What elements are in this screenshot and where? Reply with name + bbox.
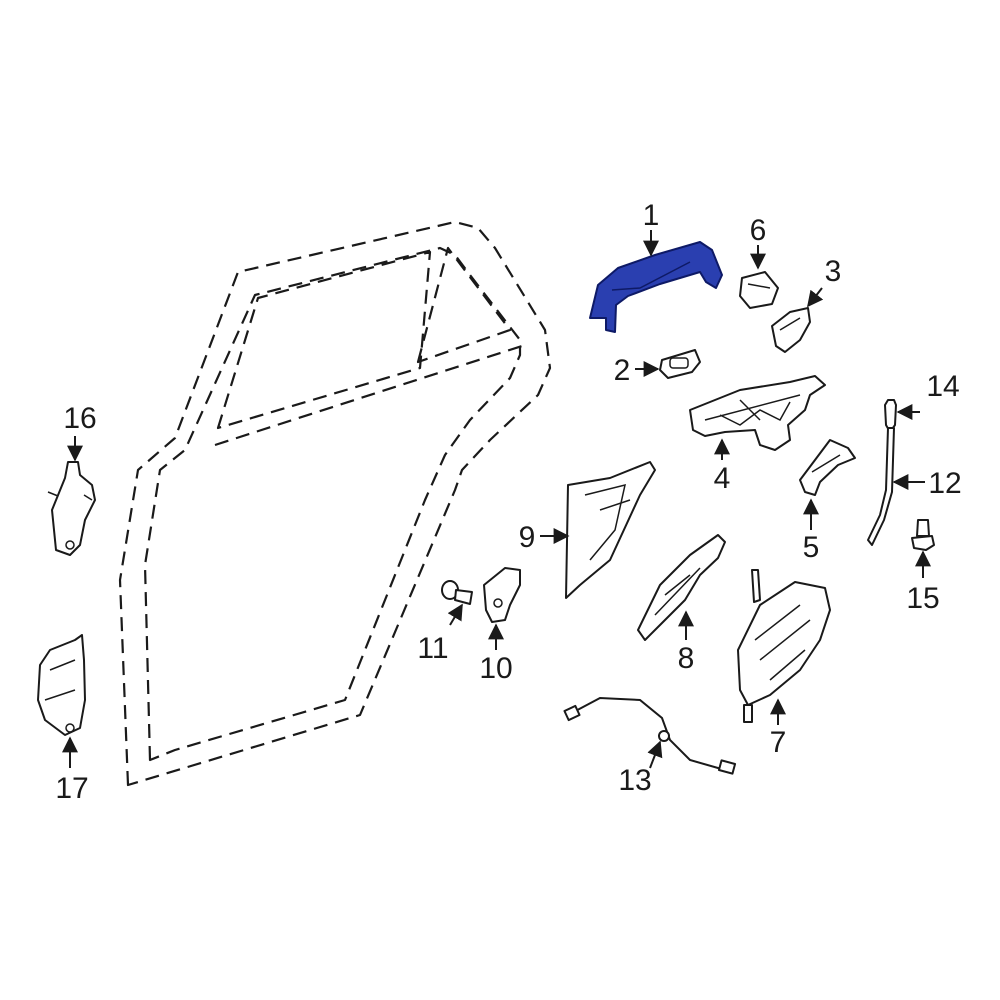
callout-12: 12 [928, 467, 961, 500]
leader-lines [62, 230, 931, 769]
callout-17: 17 [55, 772, 88, 805]
part-4-handle-carrier[interactable] [689, 375, 826, 451]
part-15-clip[interactable] [911, 519, 935, 551]
part-13-cable[interactable] [563, 696, 737, 775]
part-5-bracket[interactable] [799, 439, 856, 496]
callout-4: 4 [714, 462, 731, 495]
part-9-trim-panel[interactable] [565, 461, 656, 599]
part-7-door-latch[interactable] [737, 569, 831, 723]
callout-6: 6 [750, 214, 767, 247]
callout-15: 15 [906, 582, 939, 615]
part-12-rod[interactable] [867, 427, 895, 546]
rear-door-outline [118, 220, 552, 787]
callout-7: 7 [770, 726, 787, 759]
callout-9: 9 [519, 521, 536, 554]
callout-8: 8 [678, 642, 695, 675]
callout-labels: 1 2 3 4 5 6 7 8 9 10 11 12 13 14 15 16 1… [55, 199, 961, 805]
part-10-door-stop[interactable] [483, 567, 521, 623]
callout-3: 3 [825, 255, 842, 288]
part-6-lock-cylinder[interactable] [739, 271, 779, 309]
part-17-lower-hinge[interactable] [37, 634, 86, 736]
callout-13: 13 [618, 764, 651, 797]
part-8-window-guide[interactable] [637, 534, 726, 641]
callout-10: 10 [479, 652, 512, 685]
callout-11: 11 [417, 632, 448, 665]
callout-5: 5 [803, 531, 820, 564]
callout-2: 2 [614, 354, 631, 387]
part-14-pin[interactable] [884, 399, 897, 433]
part-3-cap[interactable] [771, 307, 811, 353]
part-1-outside-handle[interactable] [589, 241, 723, 333]
part-11-bolt[interactable] [441, 580, 473, 605]
part-16-upper-hinge[interactable] [47, 461, 96, 556]
callout-16: 16 [63, 402, 96, 435]
callout-14: 14 [926, 370, 959, 403]
part-2-gasket[interactable] [659, 349, 701, 379]
callout-1: 1 [643, 199, 660, 232]
